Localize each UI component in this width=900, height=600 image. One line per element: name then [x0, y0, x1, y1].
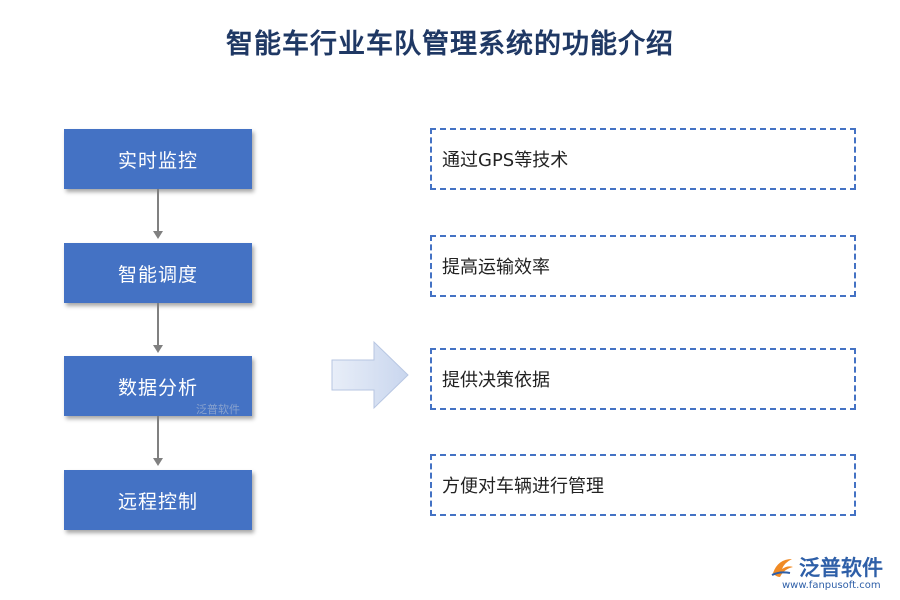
- description-text: 提供决策依据: [442, 370, 550, 391]
- step-data-analysis: 数据分析: [64, 356, 252, 416]
- logo-name: 泛普软件: [799, 556, 883, 580]
- flow-connector-arrow: [153, 303, 163, 353]
- right-arrow-icon: [331, 340, 409, 410]
- step-remote-control: 远程控制: [64, 470, 252, 530]
- description-box-vehicle-management: 方便对车辆进行管理: [430, 454, 856, 516]
- logo-url: www.fanpusoft.com: [782, 580, 881, 591]
- description-box-efficiency: 提高运输效率: [430, 235, 856, 297]
- flow-connector-arrow: [153, 189, 163, 239]
- watermark: 泛普软件: [196, 403, 240, 416]
- logo-icon: [771, 559, 793, 577]
- description-box-decision: 提供决策依据: [430, 348, 856, 410]
- step-intelligent-dispatch: 智能调度: [64, 243, 252, 303]
- page-title: 智能车行业车队管理系统的功能介绍: [226, 29, 674, 60]
- brand-logo: 泛普软件: [770, 552, 883, 582]
- description-text: 通过GPS等技术: [442, 150, 569, 171]
- description-box-gps: 通过GPS等技术: [430, 128, 856, 190]
- description-text: 方便对车辆进行管理: [442, 476, 604, 497]
- description-text: 提高运输效率: [442, 257, 550, 278]
- flow-connector-arrow: [153, 416, 163, 466]
- step-realtime-monitoring: 实时监控: [64, 129, 252, 189]
